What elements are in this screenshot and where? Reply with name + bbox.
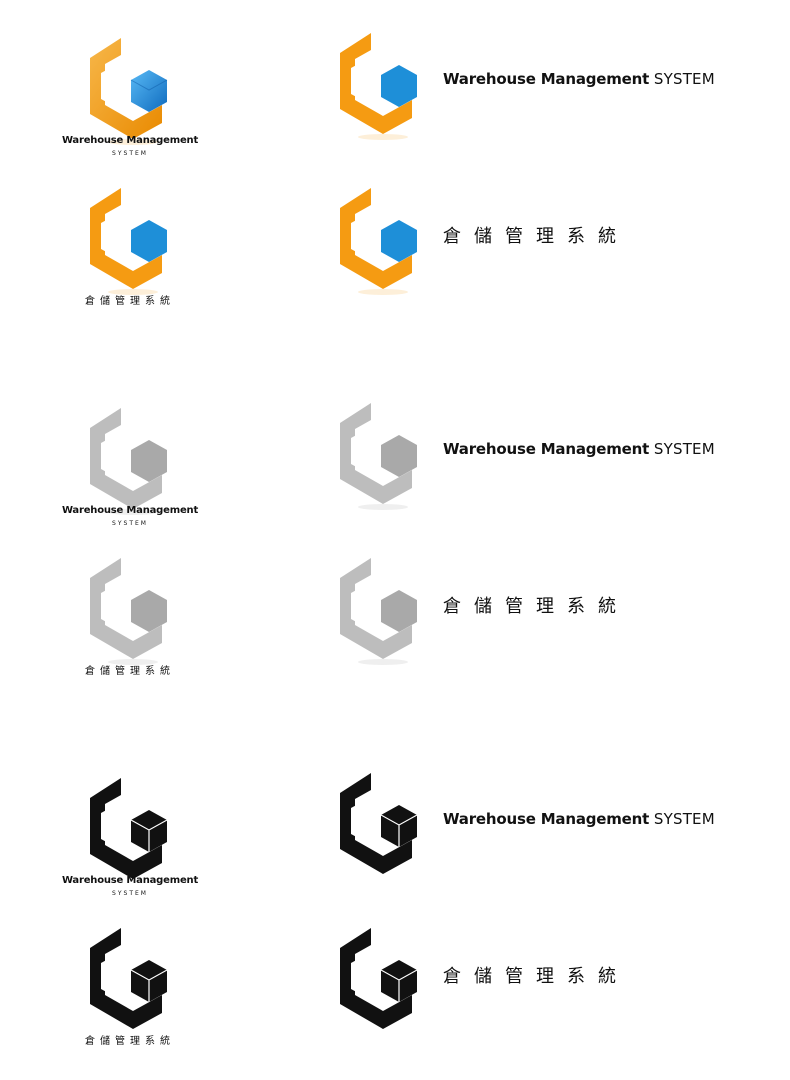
cube-icon [131, 440, 167, 482]
logo-inline-en: Warehouse Management SYSTEM [335, 400, 765, 510]
logo-mark [335, 185, 425, 295]
hexagon-hook-icon [90, 188, 167, 295]
logo-inline-zh: 倉儲管理系統 [335, 185, 765, 295]
hexagon-hook-icon [340, 773, 418, 874]
cube-icon [381, 65, 417, 107]
stacked-en-title: Warehouse Management [61, 135, 199, 146]
cube-icon [131, 220, 167, 262]
logo-stacked-zh: 倉儲管理系統 [30, 925, 230, 1055]
stacked-en-subtitle: SYSTEM [112, 150, 148, 157]
cube-icon [131, 590, 167, 632]
inline-en-title: Warehouse Management SYSTEM [443, 810, 715, 828]
cube-icon [381, 590, 417, 632]
inline-en-bold: Warehouse Management [443, 440, 650, 458]
inline-zh-title: 倉儲管理系統 [443, 596, 629, 617]
inline-en-title: Warehouse Management SYSTEM [443, 70, 715, 88]
logo-mark [335, 555, 425, 665]
logo-stacked-en: Warehouse Management SYSTEM [30, 770, 230, 910]
stacked-en-title: Warehouse Management [61, 875, 199, 886]
inline-zh-title: 倉儲管理系統 [443, 966, 629, 987]
logo-mark [335, 925, 425, 1035]
inline-zh-title: 倉儲管理系統 [443, 226, 629, 247]
stacked-en-subtitle: SYSTEM [112, 890, 148, 897]
hexagon-hook-icon [90, 408, 167, 515]
logo-mark [85, 405, 175, 515]
cube-icon [381, 220, 417, 262]
stacked-en-subtitle: SYSTEM [112, 520, 148, 527]
stacked-en-title: Warehouse Management [61, 505, 199, 516]
logo-inline-en: Warehouse Management SYSTEM [335, 30, 765, 140]
stacked-zh-title: 倉儲管理系統 [85, 296, 175, 307]
logo-mark [85, 35, 175, 145]
logo-mark [335, 400, 425, 510]
logo-stacked-en: Warehouse Management SYSTEM [30, 400, 230, 540]
inline-en-bold: Warehouse Management [443, 810, 650, 828]
hexagon-hook-icon [340, 188, 417, 295]
inline-en-title: Warehouse Management SYSTEM [443, 440, 715, 458]
logo-stacked-zh: 倉儲管理系統 [30, 185, 230, 315]
hexagon-hook-icon [90, 38, 168, 145]
hexagon-hook-icon [340, 33, 417, 140]
stacked-zh-title: 倉儲管理系統 [85, 1036, 175, 1047]
hexagon-hook-icon [90, 928, 168, 1029]
logo-mark [85, 185, 175, 295]
inline-en-system: SYSTEM [653, 810, 715, 828]
logo-mark [335, 30, 425, 140]
hexagon-hook-icon [340, 403, 417, 510]
cube-icon [131, 70, 167, 112]
logo-mark [85, 555, 175, 665]
logo-mark [335, 770, 425, 880]
hexagon-hook-icon [90, 558, 167, 665]
hexagon-hook-icon [340, 928, 418, 1029]
logo-stacked-en: Warehouse Management SYSTEM [30, 30, 230, 170]
stacked-zh-title: 倉儲管理系統 [85, 666, 175, 677]
logo-stacked-zh: 倉儲管理系統 [30, 555, 230, 685]
hexagon-hook-icon [340, 558, 417, 665]
logo-mark [85, 925, 175, 1035]
inline-en-bold: Warehouse Management [443, 70, 650, 88]
logo-inline-en: Warehouse Management SYSTEM [335, 770, 765, 880]
logo-inline-zh: 倉儲管理系統 [335, 925, 765, 1035]
inline-en-system: SYSTEM [653, 440, 715, 458]
logo-inline-zh: 倉儲管理系統 [335, 555, 765, 665]
logo-mark [85, 775, 175, 885]
cube-icon [381, 435, 417, 477]
hexagon-hook-icon [90, 778, 168, 879]
inline-en-system: SYSTEM [653, 70, 715, 88]
